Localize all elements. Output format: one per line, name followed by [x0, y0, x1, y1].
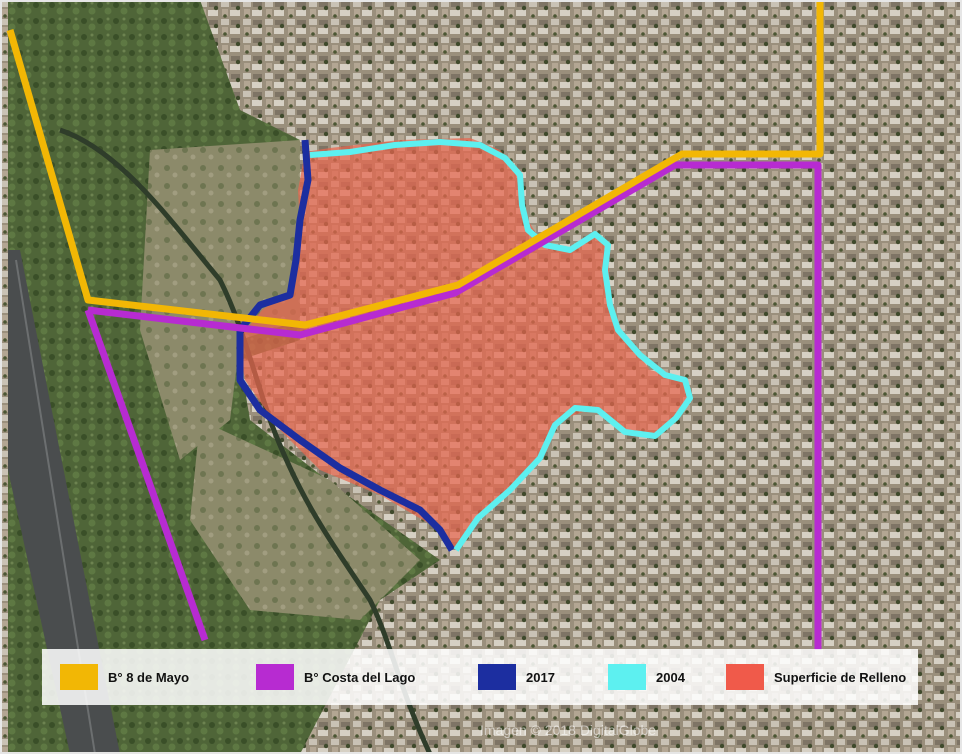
legend-item-costa-del-lago: B° Costa del Lago: [256, 664, 478, 690]
highway: [8, 250, 120, 754]
legend-item-2004: 2004: [608, 664, 726, 690]
boundary-8-de-mayo: [6, 0, 824, 329]
legend-label: Superficie de Relleno: [774, 669, 907, 685]
legend-label: B° 8 de Mayo: [108, 669, 190, 685]
legend-item-2017: 2017: [478, 664, 608, 690]
legend-swatch: [726, 664, 764, 690]
boundary-costa-del-lago: [87, 161, 822, 650]
legend-swatch: [60, 664, 98, 690]
legend-label: 2017: [526, 669, 555, 685]
map-legend: B° 8 de Mayo B° Costa del Lago 2017 2004…: [42, 649, 918, 705]
dry-field: [140, 140, 300, 460]
legend-label: B° Costa del Lago: [304, 669, 416, 685]
legend-item-superficie-de-relleno: Superficie de Relleno: [726, 664, 916, 690]
imagery-attribution: Imagen © 2018 DigitalGlobe: [480, 722, 657, 738]
dry-field-south: [190, 420, 420, 620]
legend-swatch: [608, 664, 646, 690]
outline-2017: [236, 139, 456, 552]
legend-label: 2004: [656, 669, 685, 685]
boundary-costa-del-lago-west: [84, 308, 209, 642]
legend-swatch: [478, 664, 516, 690]
outline-2004: [309, 139, 693, 552]
legend-item-8-de-mayo: B° 8 de Mayo: [60, 664, 256, 690]
fill-area-surface: [238, 138, 690, 548]
legend-swatch: [256, 664, 294, 690]
